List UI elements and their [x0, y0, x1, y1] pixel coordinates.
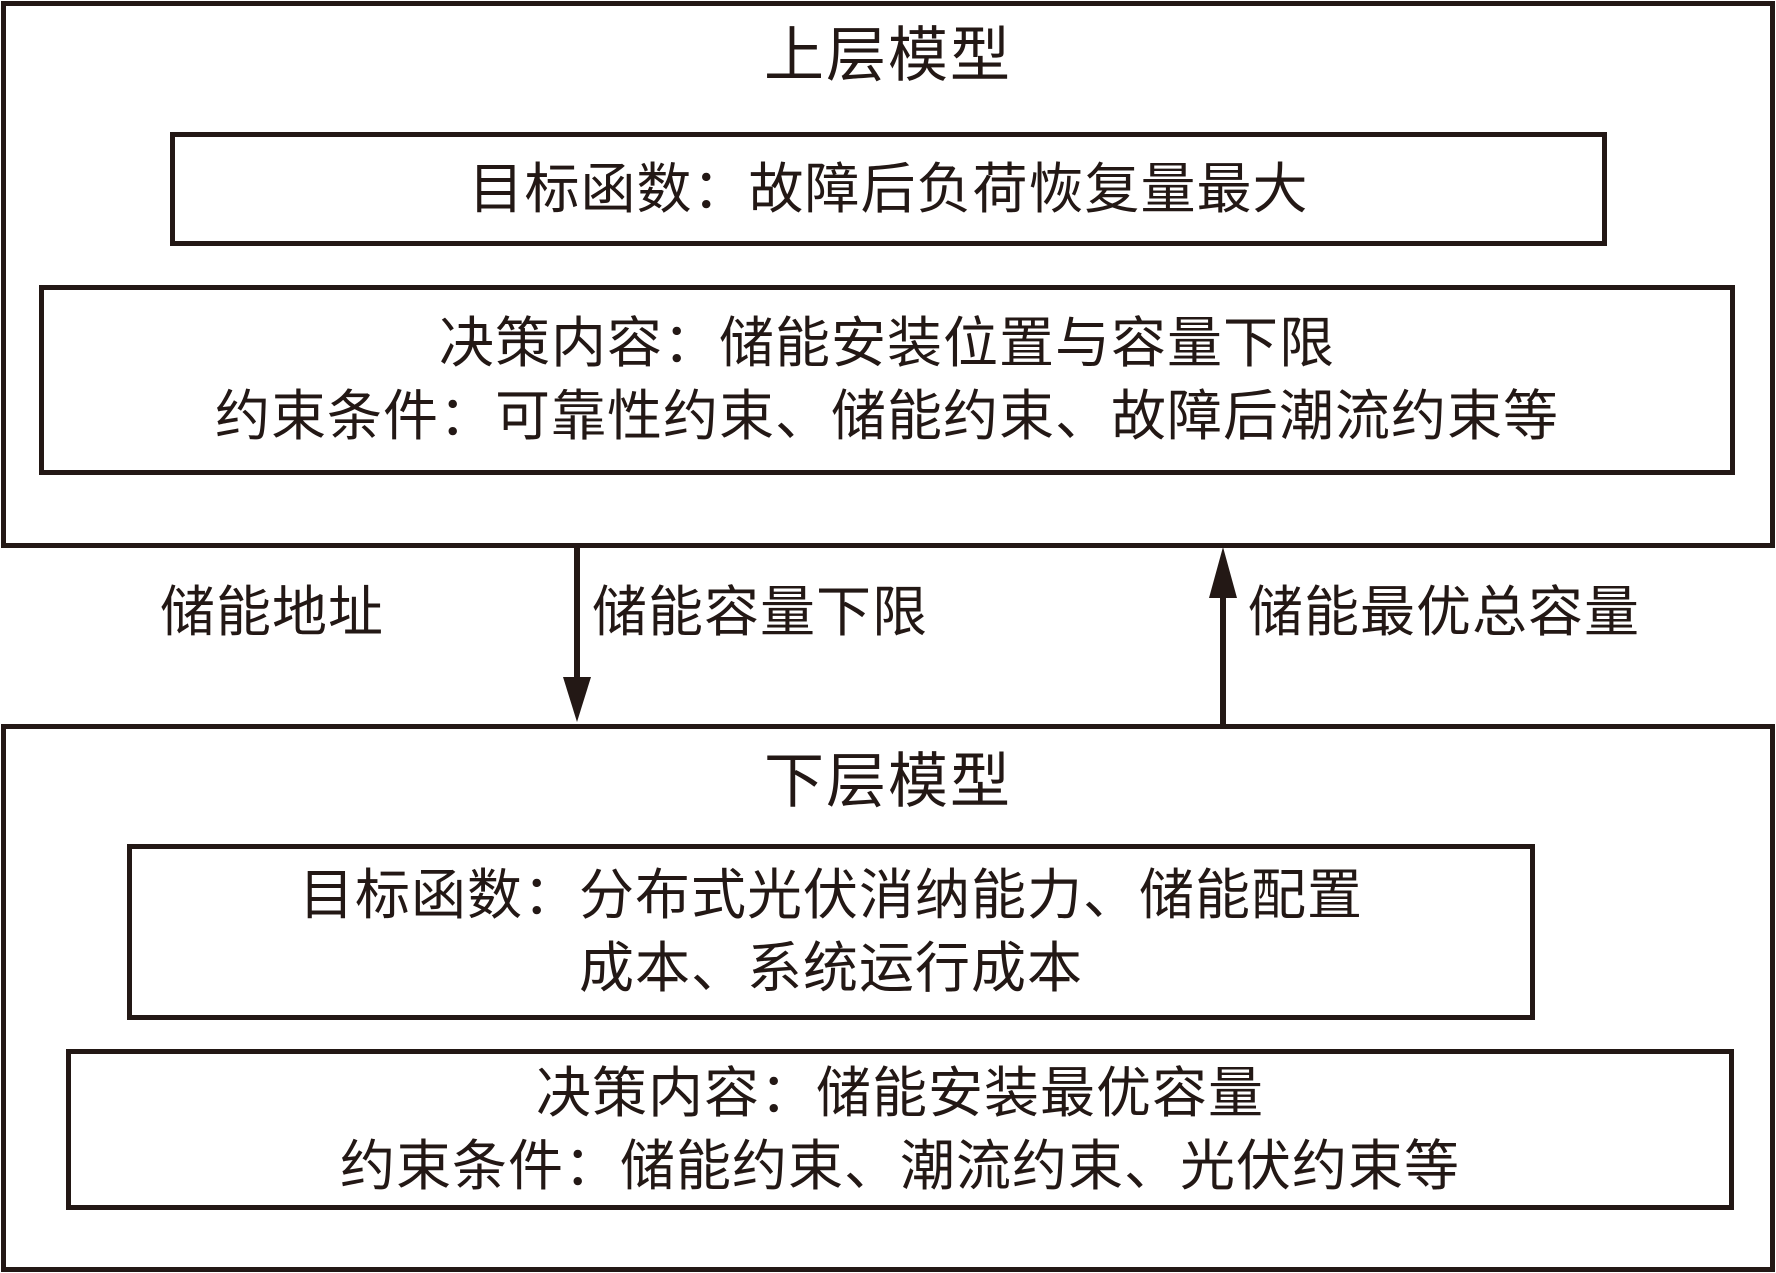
upper-decision-line-2: 约束条件：可靠性约束、储能约束、故障后潮流约束等: [214, 384, 1559, 448]
upper-model-title: 上层模型: [764, 21, 1012, 91]
upper-objective-line-1: 目标函数：故障后负荷恢复量最大: [468, 156, 1309, 221]
arrow-up-optimal-total-capacity: [1209, 547, 1237, 726]
lower-decision-box: 决策内容：储能安装最优容量 约束条件：储能约束、潮流约束、光伏约束等: [66, 1049, 1734, 1210]
upper-decision-line-1: 决策内容：储能安装位置与容量下限: [438, 311, 1335, 376]
lower-model-title: 下层模型: [764, 747, 1012, 817]
lower-decision-line-2: 约束条件：储能约束、潮流约束、光伏约束等: [339, 1133, 1460, 1198]
connector-label-storage-address: 储能地址: [160, 580, 385, 644]
upper-decision-box: 决策内容：储能安装位置与容量下限 约束条件：可靠性约束、储能约束、故障后潮流约束…: [39, 285, 1735, 475]
connector-label-capacity-lower-limit: 储能容量下限: [592, 580, 929, 644]
lower-objective-line-1: 目标函数：分布式光伏消纳能力、储能配置: [298, 863, 1363, 928]
lower-decision-line-1: 决策内容：储能安装最优容量: [535, 1060, 1264, 1125]
lower-objective-line-2: 成本、系统运行成本: [578, 936, 1083, 1000]
connector-label-optimal-total-capacity: 储能最优总容量: [1248, 580, 1641, 644]
upper-objective-box: 目标函数：故障后负荷恢复量最大: [170, 132, 1607, 246]
lower-objective-box: 目标函数：分布式光伏消纳能力、储能配置 成本、系统运行成本: [127, 844, 1535, 1020]
arrow-down-capacity-lower-limit: [563, 546, 591, 722]
